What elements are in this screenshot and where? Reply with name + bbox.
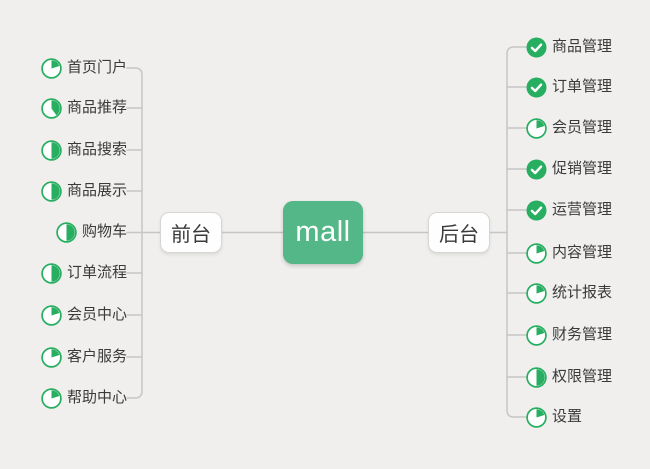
task-progress-icon	[526, 324, 547, 346]
topic-label: 商品推荐	[66, 99, 127, 116]
task-progress-icon	[41, 346, 62, 368]
task-progress-icon	[41, 262, 62, 284]
topic-label: 客户服务	[66, 348, 127, 365]
task-progress-icon	[526, 366, 547, 388]
topic-row[interactable]: 设置	[526, 405, 582, 429]
right-branch-spine	[506, 46, 527, 418]
topic-label: 财务管理	[552, 326, 613, 343]
check-circle-icon	[526, 200, 547, 221]
root-node-mall[interactable]: mall	[283, 201, 363, 264]
branch-node-backend[interactable]: 后台	[428, 212, 490, 253]
topic-row[interactable]: 会员管理	[526, 116, 612, 140]
topic-label: 权限管理	[552, 368, 613, 385]
topic-label: 会员中心	[66, 306, 127, 323]
topic-row[interactable]: 购物车	[56, 220, 127, 244]
topic-row[interactable]: 财务管理	[526, 323, 612, 347]
topic-label: 购物车	[81, 223, 127, 240]
topic-label: 订单管理	[552, 78, 613, 95]
topic-label: 促销管理	[552, 160, 613, 177]
topic-row[interactable]: 内容管理	[526, 241, 612, 265]
topic-row[interactable]: 权限管理	[526, 365, 612, 389]
topic-row[interactable]: 商品管理	[526, 35, 612, 59]
check-circle-icon	[526, 77, 547, 98]
topic-row[interactable]: 会员中心	[41, 303, 127, 327]
topic-label: 商品搜索	[66, 141, 127, 158]
topic-row[interactable]: 商品搜索	[41, 138, 127, 162]
topic-label: 内容管理	[552, 244, 613, 261]
task-progress-icon	[526, 242, 547, 264]
topic-row[interactable]: 商品展示	[41, 179, 127, 203]
task-progress-icon	[526, 117, 547, 139]
topic-row[interactable]: 商品推荐	[41, 96, 127, 120]
task-progress-icon	[56, 221, 77, 243]
check-circle-icon	[526, 159, 547, 180]
task-progress-icon	[41, 139, 62, 161]
right-branch-stubs	[489, 86, 527, 378]
task-progress-icon	[41, 57, 62, 79]
topic-row[interactable]: 订单流程	[41, 261, 127, 285]
topic-row[interactable]: 运营管理	[526, 198, 612, 222]
task-progress-icon	[41, 97, 62, 119]
task-progress-icon	[526, 282, 547, 304]
task-progress-icon	[41, 180, 62, 202]
topic-label: 运营管理	[552, 201, 613, 218]
topic-label: 统计报表	[552, 284, 613, 301]
topic-row[interactable]: 促销管理	[526, 157, 612, 181]
topic-row[interactable]: 客户服务	[41, 345, 127, 369]
topic-label: 商品管理	[552, 38, 613, 55]
topic-label: 帮助中心	[66, 389, 127, 406]
topic-label: 会员管理	[552, 119, 613, 136]
topic-label: 首页门户	[66, 59, 127, 76]
topic-row[interactable]: 订单管理	[526, 75, 612, 99]
task-progress-icon	[526, 406, 547, 428]
task-progress-icon	[41, 304, 62, 326]
topic-label: 订单流程	[66, 264, 127, 281]
branch-node-frontend[interactable]: 前台	[160, 212, 222, 253]
left-branch-stubs	[126, 107, 161, 358]
topic-row[interactable]: 首页门户	[41, 56, 127, 80]
check-circle-icon	[526, 37, 547, 58]
topic-label: 商品展示	[66, 182, 127, 199]
topic-row[interactable]: 统计报表	[526, 281, 612, 305]
topic-row[interactable]: 帮助中心	[41, 386, 127, 410]
task-progress-icon	[41, 387, 62, 409]
topic-label: 设置	[552, 408, 583, 425]
